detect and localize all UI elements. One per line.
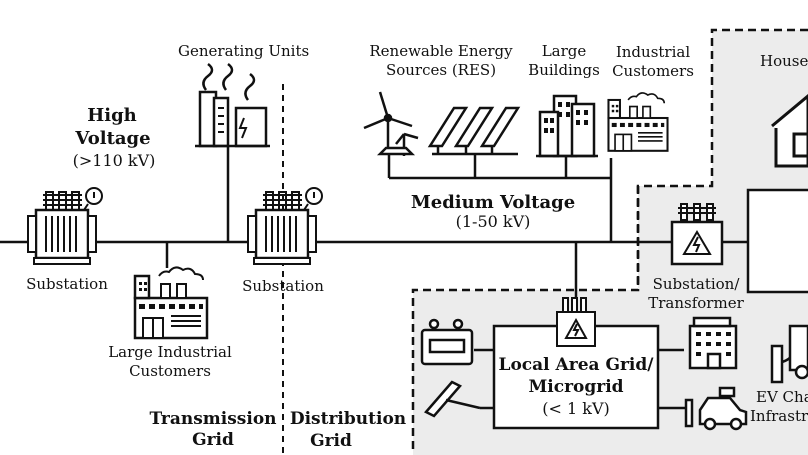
large-buildings-label-line1: Large [541,42,587,60]
res-label-line2: Sources (RES) [385,61,497,79]
substation-transformer-icon [670,203,724,266]
local-grid-range: (< 1 kV) [542,399,610,418]
high-voltage-range: (>110 kV) [72,151,156,170]
distribution-grid-label-line1: Distribution [289,409,407,429]
large-industrial-label-line1: Large Industrial [108,343,232,361]
industrial-customers-icon [607,91,669,152]
households-label: House [760,52,808,70]
industrial-customers-label-line1: Industrial [615,43,691,61]
local-transformer-icon [556,297,596,347]
large-buildings-icon [536,94,598,158]
industrial-customers-label-line2: Customers [612,62,694,80]
substation-left-label: Substation [26,275,108,293]
ev-car-icon [684,386,748,431]
substation-transformer-label-line1: Substation/ [652,275,740,293]
substation-transformer-label-line2: Transformer [648,294,744,312]
local-grid-label-line2: Microgrid [528,377,624,397]
medium-voltage-range: (1-50 kV) [455,212,531,231]
local-grid-label-line1: Local Area Grid/ [498,355,654,375]
distribution-grid-label-line2: Grid [310,431,352,451]
medium-voltage-title: Medium Voltage [410,192,576,213]
ev-charging-label-line2: Infrastr [750,407,808,425]
generating-units-icon [195,63,270,148]
substation-left-icon [26,186,104,266]
wind-turbine-icon [363,91,419,156]
high-voltage-title-line1: High [87,105,137,126]
ev-charger-icon [770,324,808,384]
res-label-line1: Renewable Energy [369,42,513,60]
large-industrial-factory-icon [133,266,209,340]
generating-units-label: Generating Units [178,42,310,60]
apartment-building-icon [688,316,738,370]
rooftop-solar-icon [424,380,481,418]
transmission-grid-label-line1: Transmission [149,409,277,429]
ev-charging-label-line1: EV Cha [756,388,808,406]
high-voltage-title-line2: Voltage [75,128,151,149]
large-industrial-label-line2: Customers [129,362,211,380]
transmission-grid-label-line2: Grid [192,430,234,450]
substation-mid-label: Substation [242,277,324,295]
house-icon [771,94,808,168]
solar-panel-icon [427,106,521,156]
battery-storage-icon [420,318,474,366]
households-grid-box [746,188,808,294]
large-buildings-label-line2: Buildings [528,61,600,79]
substation-mid-icon [246,186,324,266]
